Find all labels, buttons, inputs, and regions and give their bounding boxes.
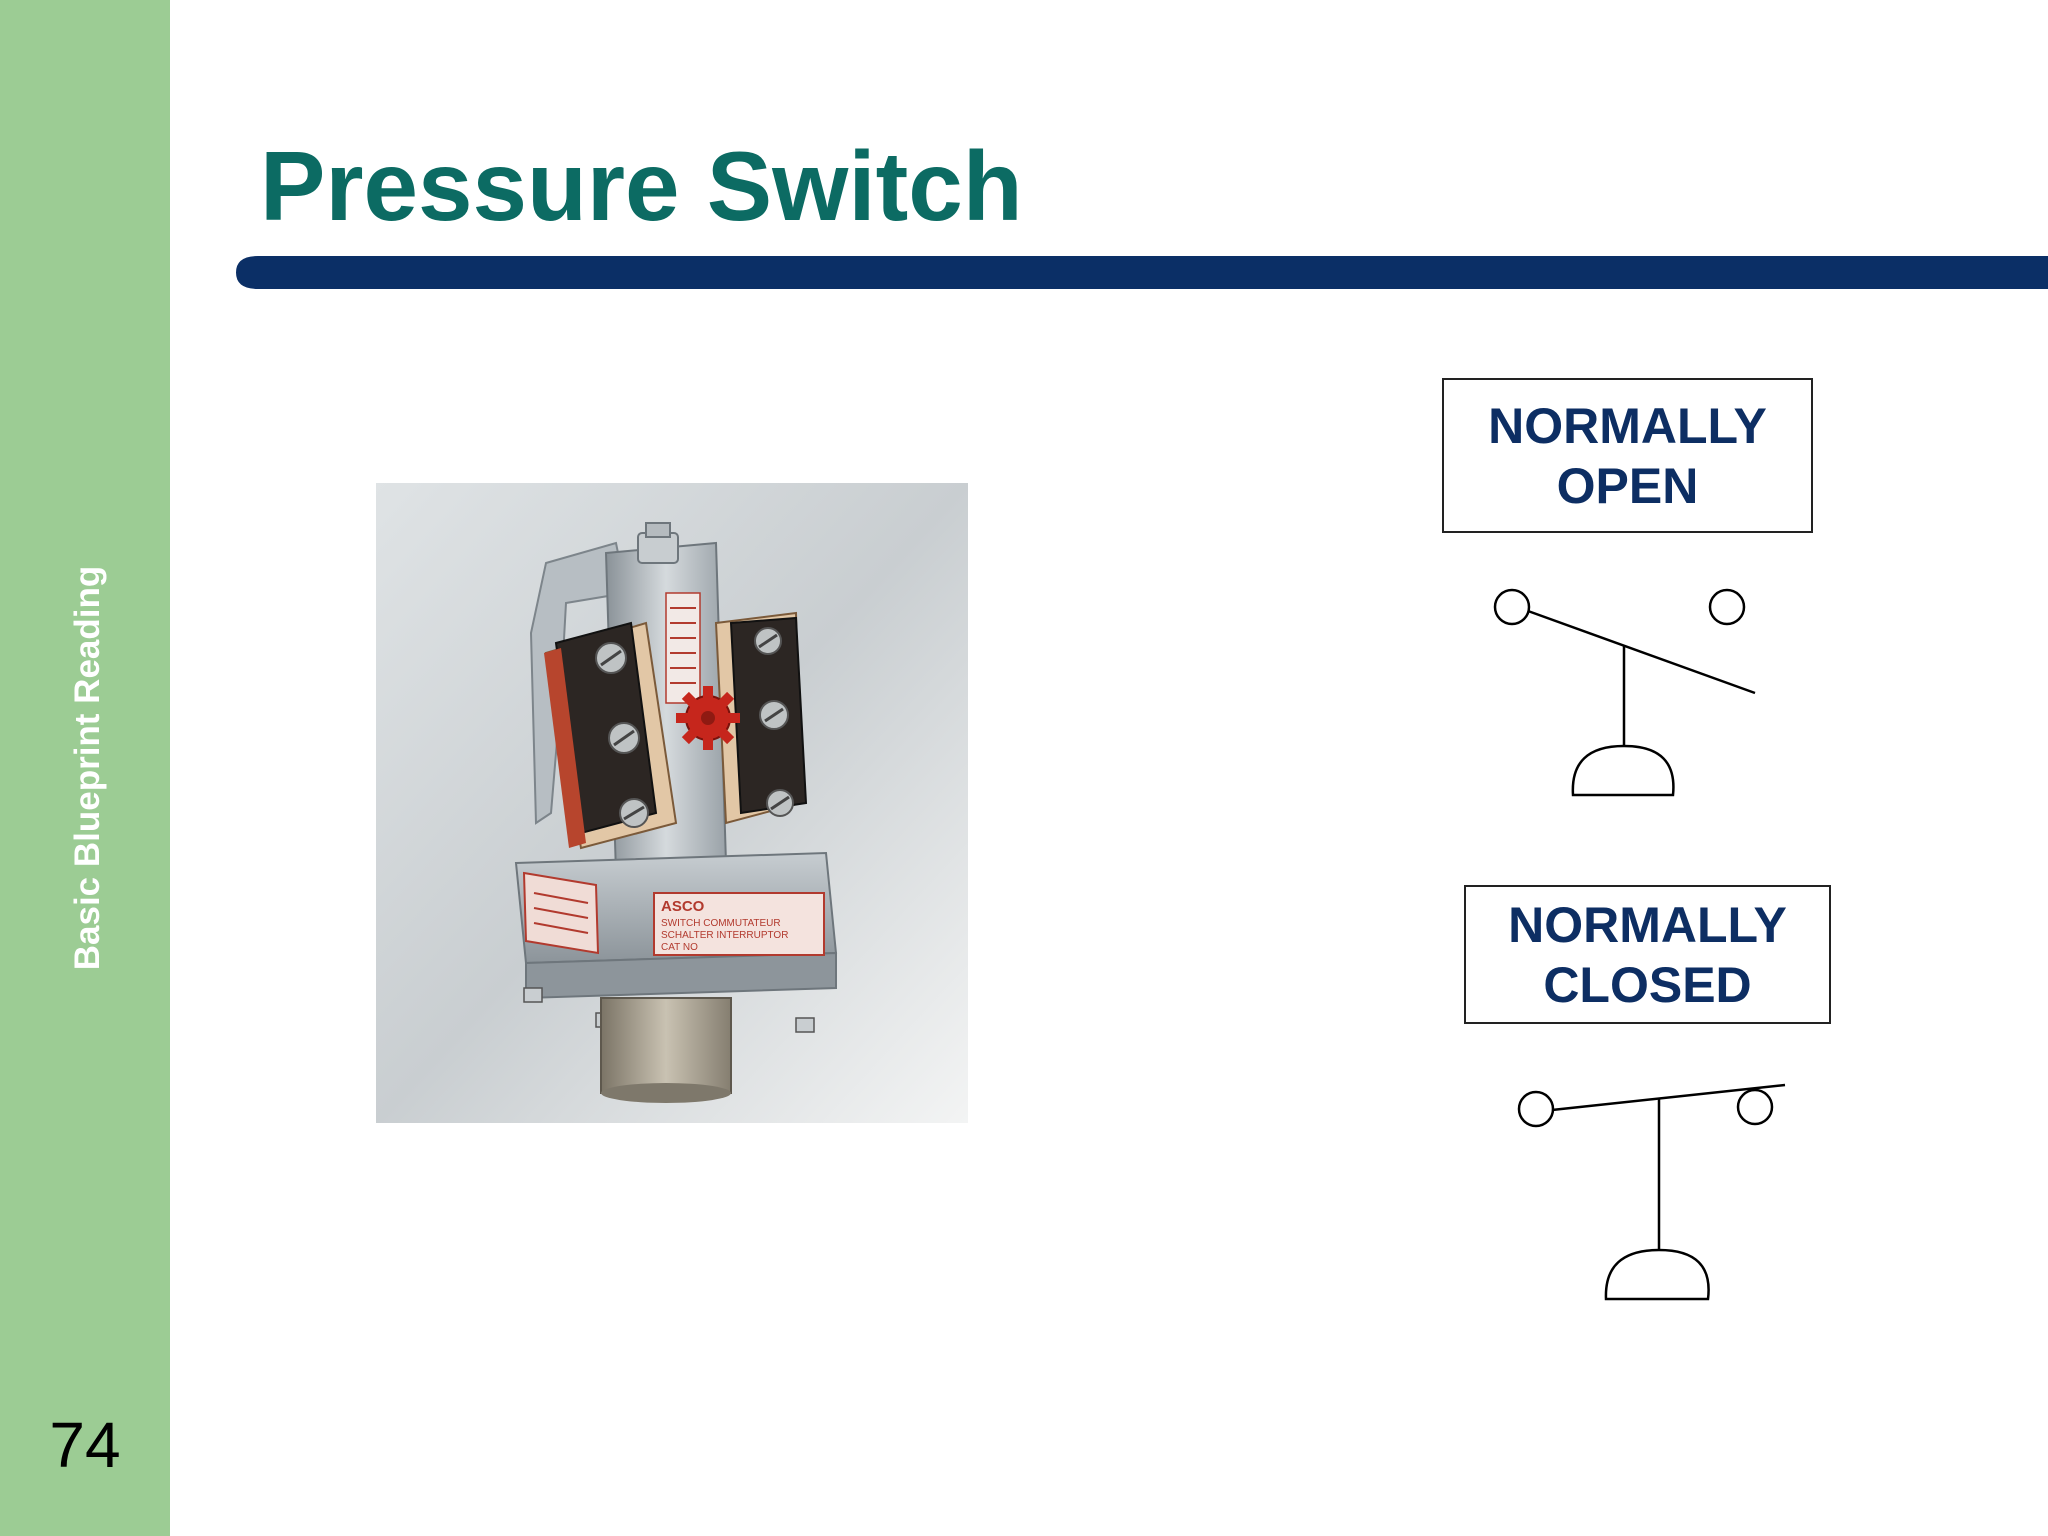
nameplate-brand: ASCO — [661, 898, 705, 915]
normally-closed-line1: NORMALLY — [1508, 896, 1787, 953]
title-underline — [236, 256, 2048, 289]
sidebar: Basic Blueprint Reading 74 — [0, 0, 170, 1536]
normally-open-line2: OPEN — [1556, 457, 1699, 514]
normally-closed-label: NORMALLY CLOSED — [1464, 885, 1831, 1024]
normally-open-line1: NORMALLY — [1488, 397, 1767, 454]
normally-open-symbol — [1493, 588, 1756, 797]
nameplate-line1: SWITCH COMMUTATEUR — [661, 918, 781, 929]
page-number: 74 — [49, 1409, 121, 1481]
normally-open-label: NORMALLY OPEN — [1442, 378, 1813, 533]
sidebar-title: Basic Blueprint Reading — [68, 565, 107, 971]
normally-closed-symbol — [1517, 1083, 1786, 1301]
nameplate-line3: CAT NO — [661, 942, 698, 953]
pressure-switch-photo: ASCO SWITCH COMMUTATEUR SCHALTER INTERRU… — [376, 483, 968, 1123]
page-title: Pressure Switch — [260, 131, 1023, 241]
normally-closed-line2: CLOSED — [1543, 956, 1752, 1013]
nameplate-line2: SCHALTER INTERRUPTOR — [661, 930, 788, 941]
